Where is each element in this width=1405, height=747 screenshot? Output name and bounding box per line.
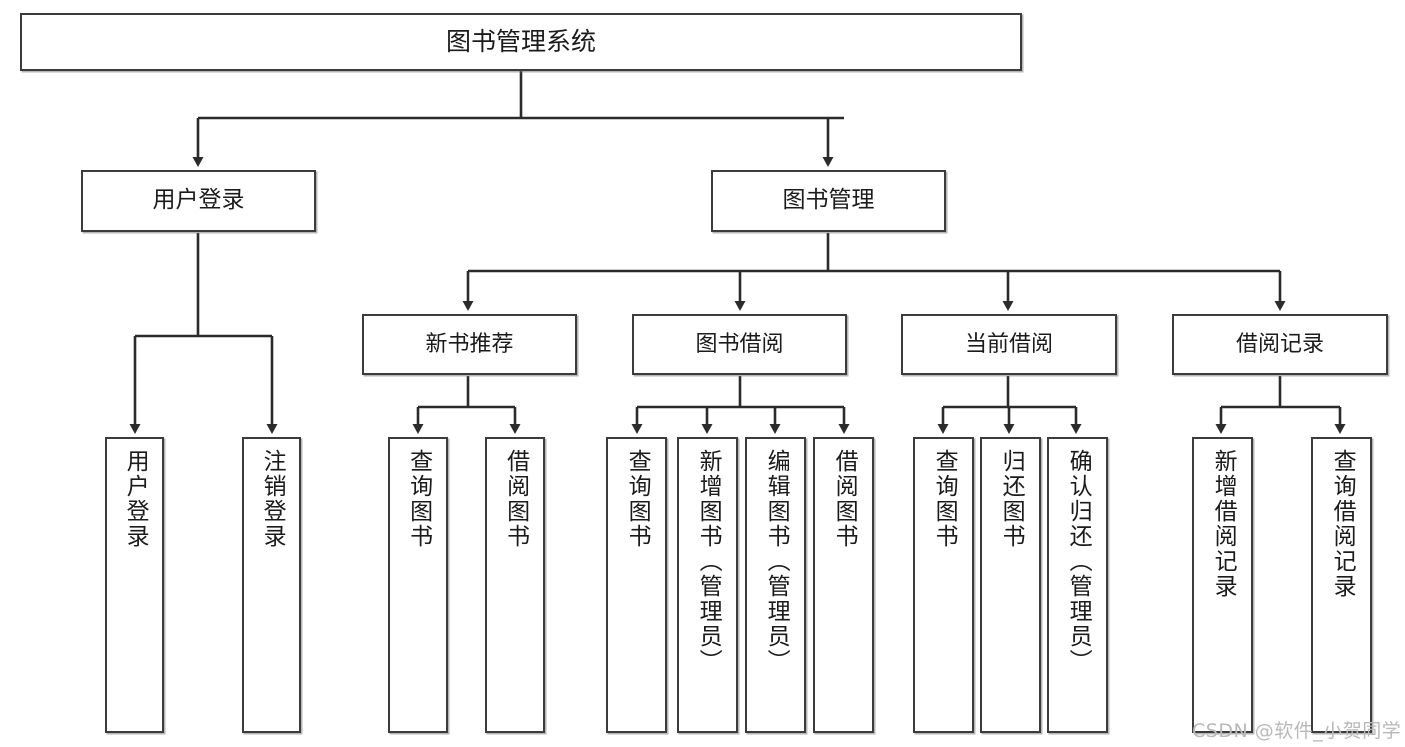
node-root-system[interactable]: 图书管理系统 bbox=[20, 13, 1022, 71]
leaf-user-login-signin[interactable]: 用户登录 bbox=[105, 437, 164, 733]
leaf-user-login-signout[interactable]: 注销登录 bbox=[242, 437, 301, 733]
csdn-watermark: CSDN @软件_小贺同学 bbox=[1192, 720, 1402, 742]
node-label: 用户登录 bbox=[152, 187, 245, 214]
node-label: 查询图书 bbox=[405, 449, 432, 549]
node-label: 新增借阅记录 bbox=[1210, 449, 1237, 599]
node-user-login[interactable]: 用户登录 bbox=[81, 170, 316, 232]
node-borrow-record[interactable]: 借阅记录 bbox=[1172, 314, 1388, 375]
node-label: 确认归还（管理员） bbox=[1065, 449, 1092, 674]
node-label: 查询图书 bbox=[931, 449, 958, 549]
leaf-recommend-query-book[interactable]: 查询图书 bbox=[388, 437, 448, 733]
node-label: 图书管理系统 bbox=[445, 27, 596, 57]
node-label: 查询图书 bbox=[624, 449, 651, 549]
leaf-borrow-query-book[interactable]: 查询图书 bbox=[606, 437, 667, 733]
node-new-book-recommend[interactable]: 新书推荐 bbox=[362, 314, 577, 375]
node-label: 编辑图书（管理员） bbox=[763, 449, 790, 674]
node-label: 借阅图书 bbox=[502, 449, 529, 549]
node-book-borrow[interactable]: 图书借阅 bbox=[632, 314, 847, 375]
node-label: 用户登录 bbox=[122, 449, 149, 549]
leaf-current-query-book[interactable]: 查询图书 bbox=[913, 437, 974, 733]
leaf-current-return-book[interactable]: 归还图书 bbox=[980, 437, 1041, 733]
leaf-borrow-borrow-book[interactable]: 借阅图书 bbox=[813, 437, 874, 733]
leaf-recommend-borrow-book[interactable]: 借阅图书 bbox=[485, 437, 545, 733]
leaf-record-query-record[interactable]: 查询借阅记录 bbox=[1311, 437, 1372, 733]
leaf-borrow-edit-book-admin[interactable]: 编辑图书（管理员） bbox=[745, 437, 806, 733]
node-current-borrow[interactable]: 当前借阅 bbox=[901, 314, 1117, 375]
node-label: 新增图书（管理员） bbox=[695, 449, 722, 674]
leaf-record-add-record[interactable]: 新增借阅记录 bbox=[1192, 437, 1253, 733]
node-label: 注销登录 bbox=[259, 449, 286, 549]
node-label: 借阅图书 bbox=[831, 449, 858, 549]
node-label: 图书管理 bbox=[782, 187, 875, 214]
node-label: 当前借阅 bbox=[964, 331, 1053, 357]
node-book-management[interactable]: 图书管理 bbox=[711, 170, 946, 232]
node-label: 借阅记录 bbox=[1235, 331, 1324, 357]
node-label: 查询借阅记录 bbox=[1329, 449, 1356, 599]
leaf-borrow-add-book-admin[interactable]: 新增图书（管理员） bbox=[677, 437, 738, 733]
leaf-current-confirm-return-admin[interactable]: 确认归还（管理员） bbox=[1047, 437, 1108, 733]
node-label: 归还图书 bbox=[998, 449, 1025, 549]
node-label: 图书借阅 bbox=[695, 331, 784, 357]
node-label: 新书推荐 bbox=[425, 331, 514, 357]
